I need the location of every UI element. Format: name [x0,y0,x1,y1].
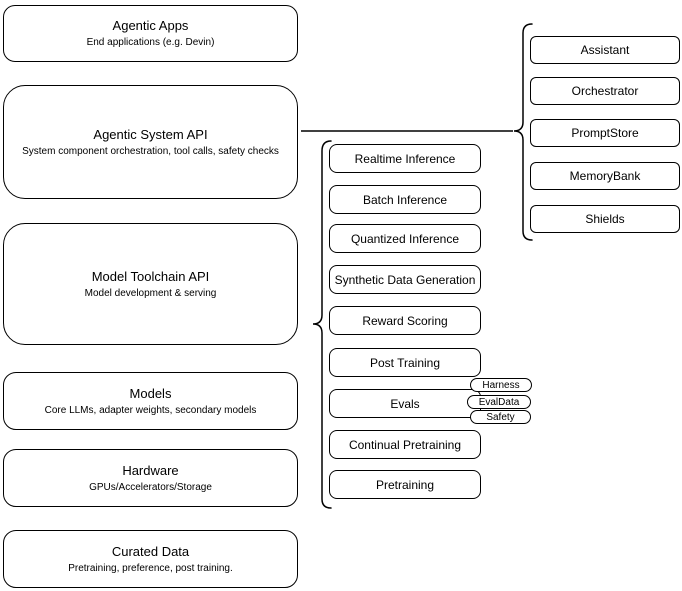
box-curated-data: Curated Data Pretraining, preference, po… [3,530,298,588]
box-realtime-inference: Realtime Inference [329,144,481,173]
box-title: Model Toolchain API [91,268,210,284]
box-title: Curated Data [111,543,190,559]
box-title: Agentic System API [93,126,208,142]
box-title: Hardware [122,462,179,478]
box-agentic-apps: Agentic Apps End applications (e.g. Devi… [3,5,298,62]
box-agentic-system-api: Agentic System API System component orch… [3,85,298,199]
box-post-training: Post Training [329,348,481,377]
pill-evaldata: EvalData [467,395,531,409]
box-pretraining: Pretraining [329,470,481,499]
box-subtitle: System component orchestration, tool cal… [22,145,279,157]
box-subtitle: Pretraining, preference, post training. [68,562,233,574]
box-assistant: Assistant [530,36,680,64]
box-batch-inference: Batch Inference [329,185,481,214]
box-synthetic-data-generation: Synthetic Data Generation [329,265,481,294]
box-models: Models Core LLMs, adapter weights, secon… [3,372,298,430]
pill-safety: Safety [470,410,531,424]
box-subtitle: Core LLMs, adapter weights, secondary mo… [44,404,257,416]
box-title: Models [129,385,172,401]
pill-harness: Harness [470,378,532,392]
box-evals: Evals [329,389,481,418]
box-quantized-inference: Quantized Inference [329,224,481,253]
box-memorybank: MemoryBank [530,162,680,190]
box-model-toolchain-api: Model Toolchain API Model development & … [3,223,298,345]
box-promptstore: PromptStore [530,119,680,147]
box-continual-pretraining: Continual Pretraining [329,430,481,459]
box-shields: Shields [530,205,680,233]
box-orchestrator: Orchestrator [530,77,680,105]
box-subtitle: Model development & serving [84,287,217,299]
box-subtitle: GPUs/Accelerators/Storage [89,481,212,493]
box-title: Agentic Apps [112,18,189,33]
box-reward-scoring: Reward Scoring [329,306,481,335]
box-hardware: Hardware GPUs/Accelerators/Storage [3,449,298,507]
box-subtitle: End applications (e.g. Devin) [86,37,215,48]
